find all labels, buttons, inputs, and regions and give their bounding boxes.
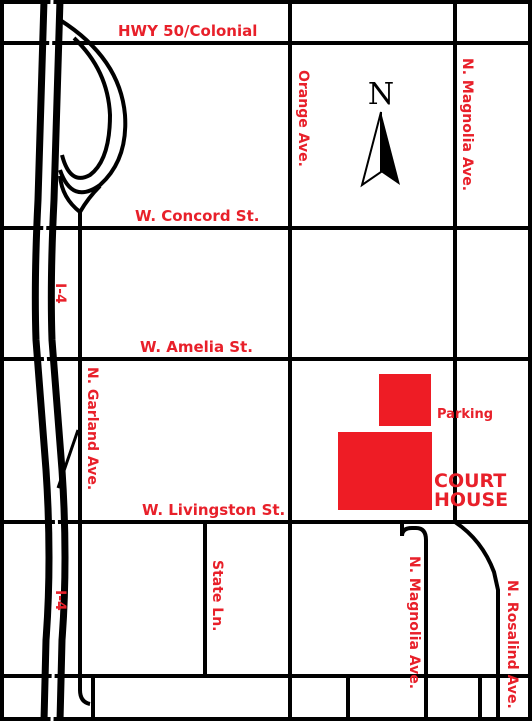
north-arrow-icon: N: [360, 77, 400, 188]
north-letter: N: [368, 77, 394, 112]
ramp-outer: [58, 18, 128, 195]
parking-building: [379, 374, 431, 426]
i4-lane-east: [47, 0, 69, 721]
vertical-streets: [78, 0, 500, 721]
ramp-inner: [60, 36, 113, 180]
i4-ramp-garland: [56, 429, 80, 489]
road-rosalind: [453, 520, 500, 721]
label-rosalind: N. Rosalind Ave.: [504, 580, 520, 709]
label-house: HOUSE: [434, 489, 508, 511]
interstate-i4: [31, 0, 80, 721]
label-orange: Orange Ave.: [295, 70, 311, 167]
road-magnolia-south: [400, 522, 428, 721]
label-court: COURT: [434, 470, 506, 492]
label-parking: Parking: [437, 407, 493, 422]
road-garland: [78, 210, 91, 706]
label-state-ln: State Ln.: [209, 560, 225, 632]
label-i4-north: I-4: [52, 283, 68, 304]
label-i4-south: I-4: [52, 590, 68, 611]
label-magnolia-south: N. Magnolia Ave.: [406, 556, 422, 689]
label-livingston: W. Livingston St.: [142, 501, 285, 519]
courthouse-building: [338, 432, 432, 510]
i4-median: [41, 0, 59, 721]
ramp-to-garland: [58, 175, 82, 214]
ramp-join: [78, 184, 102, 213]
label-concord: W. Concord St.: [135, 207, 259, 225]
label-garland: N. Garland Ave.: [84, 367, 100, 490]
label-hwy50: HWY 50/Colonial: [118, 22, 257, 40]
label-magnolia-north: N. Magnolia Ave.: [459, 58, 475, 191]
label-amelia: W. Amelia St.: [140, 338, 253, 356]
highway-ramps: [58, 18, 128, 214]
i4-lane-west: [31, 0, 53, 721]
